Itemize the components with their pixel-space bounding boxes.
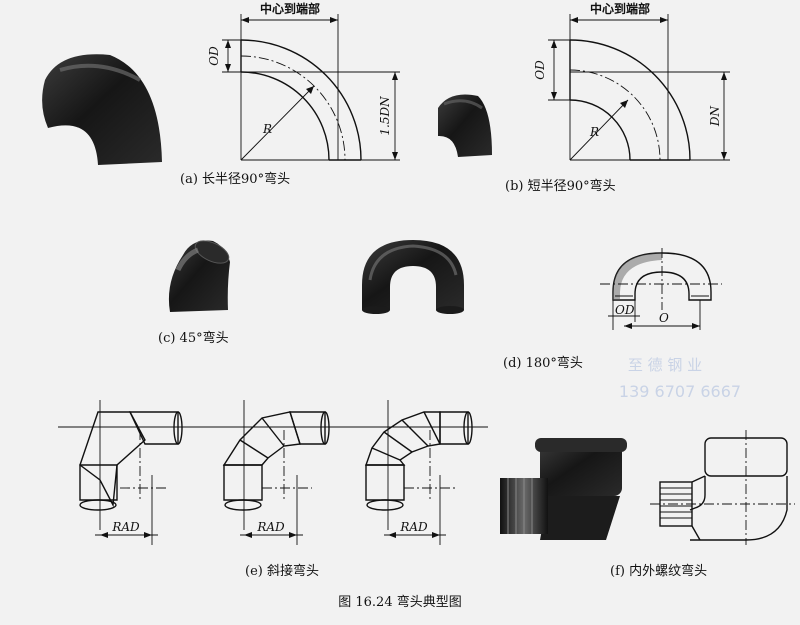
rad-label-2: RAD xyxy=(256,520,285,534)
rad-label-1: RAD xyxy=(111,520,140,534)
radius-label-b: R xyxy=(589,125,599,139)
caption-street-elbow: (f) 内外螺纹弯头 xyxy=(610,563,707,579)
o-label: O xyxy=(659,311,669,325)
watermark-company-name: 至 德 钢 业 xyxy=(628,356,702,374)
street-elbow-photo xyxy=(500,438,627,540)
center-to-end-label-b: 中心到端部 xyxy=(590,1,650,16)
long-radius-elbow-drawing xyxy=(222,14,400,161)
street-elbow-drawing xyxy=(650,430,795,545)
watermark-phone: 139 6707 6667 xyxy=(619,382,741,401)
elbow-180-drawing xyxy=(600,248,722,330)
elbow-45-photo xyxy=(168,240,230,312)
mitre-elbow-3-segment xyxy=(222,400,330,545)
short-radius-elbow-photo xyxy=(438,94,492,157)
od-label-a: OD xyxy=(207,46,221,66)
mitre-elbow-2-segment xyxy=(79,400,183,545)
od-label-b: OD xyxy=(533,60,547,80)
caption-short-radius-elbow: (b) 短半径90°弯头 xyxy=(505,178,616,194)
caption-long-radius-elbow: (a) 长半径90°弯头 xyxy=(180,171,290,187)
long-radius-elbow-photo xyxy=(42,54,162,165)
elbow-180-photo xyxy=(362,240,464,314)
center-to-end-label-a: 中心到端部 xyxy=(260,1,320,16)
dn-1-5-label: 1.5DN xyxy=(378,96,392,136)
radius-label-a: R xyxy=(262,122,272,136)
rad-label-3: RAD xyxy=(399,520,428,534)
dn-label: DN xyxy=(708,105,722,127)
figure-title: 图 16.24 弯头典型图 xyxy=(338,594,461,610)
caption-mitre-elbow: (e) 斜接弯头 xyxy=(245,563,319,579)
caption-elbow-45: (c) 45°弯头 xyxy=(158,330,229,346)
caption-elbow-180: (d) 180°弯头 xyxy=(503,355,583,371)
od-label-d: OD xyxy=(615,303,635,317)
short-radius-elbow-drawing xyxy=(548,14,730,161)
mitre-elbow-4-segment xyxy=(365,400,473,545)
